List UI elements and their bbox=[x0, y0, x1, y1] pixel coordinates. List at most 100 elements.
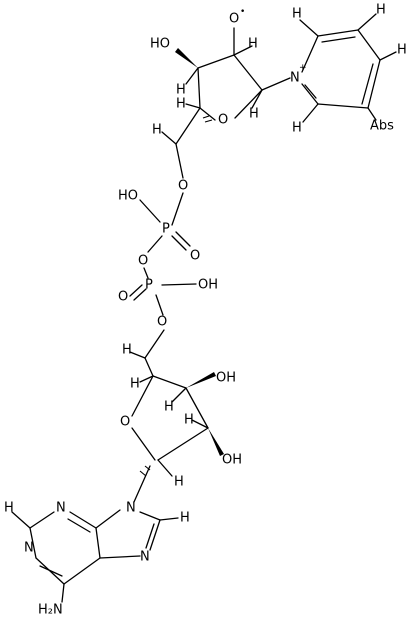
label-p1-ho: HO bbox=[118, 189, 138, 204]
pyr-bond-5 bbox=[317, 103, 369, 109]
label-ad-c2-oh: OH bbox=[222, 453, 242, 468]
pyr-h-stub-right bbox=[379, 51, 397, 61]
pyr-h-stub-top bbox=[299, 19, 319, 37]
adenine-purine bbox=[11, 509, 179, 603]
pur-bond-c4-n3b bbox=[67, 518, 91, 533]
label-p2-oh: OH bbox=[198, 278, 218, 293]
hash-c1a bbox=[139, 465, 151, 477]
label-pyr-sub: Abs bbox=[370, 119, 394, 134]
h-stub-c5a bbox=[129, 351, 146, 359]
label-p2: P bbox=[145, 278, 153, 293]
label-ad-c2-h: H bbox=[184, 413, 194, 428]
label-nh2: H₂N bbox=[38, 603, 63, 618]
bond-p2-o5 bbox=[155, 294, 164, 316]
bond-p1-obridge bbox=[147, 235, 163, 253]
bond-oring-c4 bbox=[199, 107, 216, 121]
h-stub-c1a bbox=[157, 459, 173, 477]
label-ad-c3-h: H bbox=[164, 400, 174, 415]
label-nic-c2-h: H bbox=[176, 83, 186, 98]
bond-p1-o-a bbox=[171, 235, 187, 251]
bond-p1-oh bbox=[139, 199, 161, 223]
label-pyr-h-righttop: H bbox=[376, 3, 386, 18]
h-stub-c3 bbox=[185, 67, 199, 85]
bond-c3-c2 bbox=[197, 54, 235, 69]
label-ad-c4-h: H bbox=[130, 377, 140, 392]
label-o-radical: • bbox=[240, 7, 245, 17]
h-stub-c2a bbox=[191, 419, 209, 429]
pyr-bond-1 bbox=[301, 35, 319, 73]
label-pur-n3: N bbox=[56, 501, 66, 516]
label-pur-c8-h: H bbox=[180, 511, 190, 526]
pur-bond-n7-c5 bbox=[99, 555, 141, 559]
pur-bond-c8-n7b bbox=[145, 523, 155, 549]
hash-c4 bbox=[202, 115, 213, 123]
pyr-h-stub-left bbox=[302, 103, 319, 123]
bond-c1-n9 bbox=[133, 465, 151, 503]
pyr-bond-6 bbox=[301, 83, 319, 105]
bond-c3-c2 bbox=[185, 387, 209, 429]
label-pur-n7: N bbox=[140, 550, 150, 565]
bond-p2-oh bbox=[161, 283, 197, 286]
bond-oring-c1 bbox=[131, 427, 156, 461]
pur-bond-c8-n7 bbox=[149, 519, 161, 551]
bond-o5-c5 bbox=[144, 329, 165, 359]
adenosine-ribose-ring bbox=[129, 351, 224, 503]
label-p1: P bbox=[162, 222, 170, 237]
pyr-bond-2b bbox=[321, 36, 356, 43]
label-n-charge: + bbox=[299, 63, 307, 73]
pyr-bond-4b bbox=[361, 63, 374, 105]
label-o5-ad: O bbox=[157, 315, 167, 330]
label-ad-c5-h: H bbox=[122, 343, 132, 358]
h-stub-c4 bbox=[185, 103, 201, 109]
label-pyr-h-right: H bbox=[397, 43, 407, 58]
bond-c1-oring bbox=[234, 89, 263, 119]
wedge-c3-oh bbox=[175, 48, 198, 68]
pur-bond-n9-c8 bbox=[139, 511, 161, 521]
label-nic-c4-h: H bbox=[176, 97, 186, 112]
label-ad-ring-o: O bbox=[120, 415, 130, 430]
diphosphate-chain bbox=[129, 192, 197, 359]
bond-p2-o-b bbox=[133, 288, 147, 301]
pyr-bond-6b bbox=[304, 84, 317, 99]
label-pyr-h-bottom: H bbox=[292, 121, 302, 136]
label-nic-ring-o: O bbox=[218, 113, 228, 128]
label-nic-c1-h: H bbox=[248, 37, 258, 52]
nicotinamide-ribose-ring bbox=[161, 27, 291, 179]
atom-labels: O • HO O N + H H H H Abs H H H H H O HO … bbox=[4, 3, 407, 618]
pur-bond-c4-c5 bbox=[95, 527, 101, 559]
h-stub-c3a bbox=[171, 387, 187, 403]
label-o-bridge: O bbox=[138, 254, 148, 269]
label-o-minus: O bbox=[229, 12, 239, 27]
bond-c2-c1 bbox=[157, 427, 209, 461]
label-pyr-h-top: H bbox=[292, 7, 302, 22]
pur-bond-c6-nh2 bbox=[61, 583, 65, 603]
label-p1-o: O bbox=[190, 249, 200, 264]
pyridinium-ring bbox=[299, 13, 397, 123]
bond-c5-o5 bbox=[175, 143, 184, 179]
h-stub-c5 bbox=[161, 131, 177, 145]
bond-c4-oring bbox=[131, 375, 154, 417]
label-nic-n-plus: N bbox=[290, 71, 300, 86]
label-nic-c5-h: H bbox=[152, 123, 162, 138]
label-nic-c3-h: H bbox=[249, 107, 259, 122]
pyr-bond-2 bbox=[317, 29, 359, 37]
pur-bond-c6-c5 bbox=[63, 557, 101, 585]
pyr-sub-bond bbox=[367, 107, 377, 121]
pur-bond-c4-n3 bbox=[69, 511, 97, 529]
bond-obridge-p2 bbox=[143, 267, 149, 279]
pur-bond-c2-n1 bbox=[29, 527, 37, 559]
h-stub-c2 bbox=[233, 45, 253, 56]
label-pur-n9: N bbox=[126, 501, 136, 516]
bond-c4-c3 bbox=[197, 67, 201, 109]
pur-bond-n9-c4 bbox=[95, 509, 121, 529]
bond-p2-o-a bbox=[129, 284, 143, 297]
wedge-c2-oh bbox=[208, 428, 224, 456]
label-pur-c2-h: H bbox=[4, 501, 14, 516]
label-ad-c3-oh: OH bbox=[216, 371, 236, 386]
h-stub-c4a bbox=[139, 375, 154, 383]
pur-h-stub-c2 bbox=[11, 511, 31, 529]
bond-c2-c1 bbox=[233, 54, 263, 91]
h-stub-c1 bbox=[251, 89, 263, 109]
label-nic-o2-h: HO bbox=[150, 37, 170, 52]
